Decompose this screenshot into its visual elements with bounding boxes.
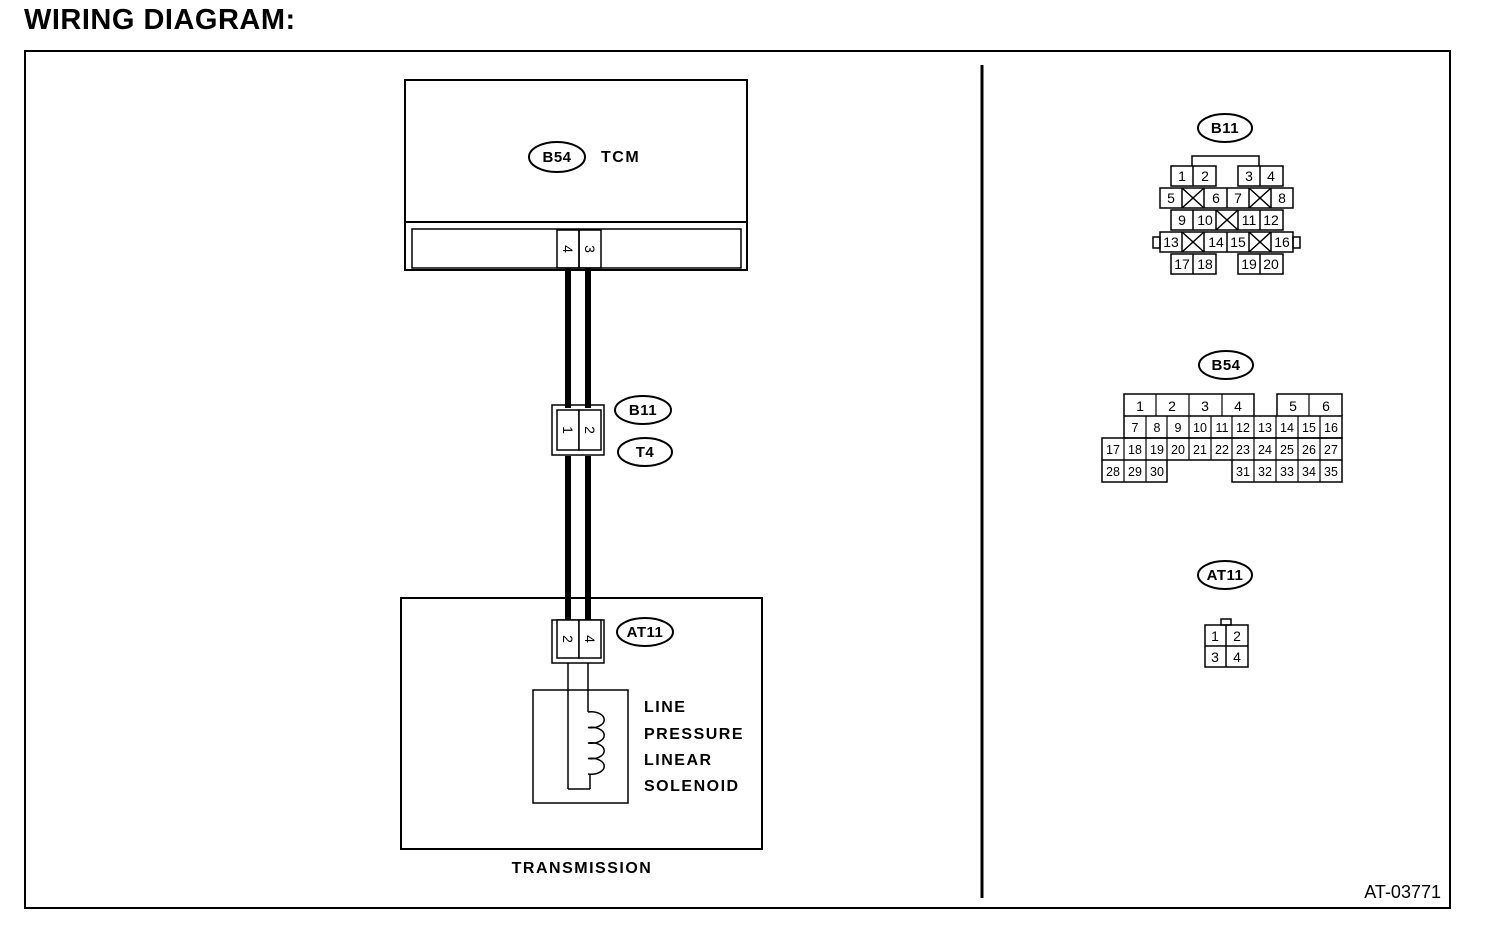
b54-pin-3: 3 xyxy=(1201,398,1209,414)
b54-pin-24: 24 xyxy=(1258,443,1272,457)
at11-oval xyxy=(616,617,674,647)
b54-pin-29: 29 xyxy=(1128,465,1142,479)
solenoid-label-1: LINE xyxy=(644,699,686,716)
b11-pin-7: 7 xyxy=(1234,190,1242,206)
b11-pin-5: 5 xyxy=(1167,190,1175,206)
at11-view-pin-4: 4 xyxy=(1233,649,1241,665)
solenoid-label-3: LINEAR xyxy=(644,752,713,769)
b11-oval xyxy=(614,395,672,425)
joint-pin-1-label: 1 xyxy=(560,426,576,434)
b11-pin-2: 2 xyxy=(1201,168,1209,184)
b11-pin-10: 10 xyxy=(1197,212,1213,228)
b54-pin-31: 31 xyxy=(1236,465,1250,479)
harness-wires xyxy=(565,268,591,620)
b11-pin-15: 15 xyxy=(1230,234,1246,250)
b54-pin-27: 27 xyxy=(1324,443,1338,457)
at11-label: AT11 xyxy=(627,624,664,641)
b54-pin-8: 8 xyxy=(1154,421,1161,435)
b11-pin-13: 13 xyxy=(1163,234,1179,250)
b54-pin-11: 11 xyxy=(1216,421,1229,435)
tcm-pin-3-label: 3 xyxy=(582,245,598,253)
solenoid-box xyxy=(532,689,629,804)
joint-connector: 1 2 B11 T4 xyxy=(551,395,673,467)
b54-pin-34: 34 xyxy=(1302,465,1316,479)
tcm-connector-label: B54 xyxy=(542,149,571,166)
b11-pin-17: 17 xyxy=(1174,256,1190,272)
b11-pin-9: 9 xyxy=(1178,212,1186,228)
b54-connector-view: B54 1 2 xyxy=(1101,350,1343,483)
b11-pin-18: 18 xyxy=(1197,256,1213,272)
b54-pin-6: 6 xyxy=(1322,398,1330,414)
b54-pin-7: 7 xyxy=(1132,421,1139,435)
joint-pin-2-label: 2 xyxy=(582,426,598,434)
b54-pin-1: 1 xyxy=(1136,398,1144,414)
b11-pin-6: 6 xyxy=(1212,190,1220,206)
b11-pin-11: 11 xyxy=(1242,212,1257,228)
solenoid-coil-icon xyxy=(587,711,605,775)
b11-pin-14: 14 xyxy=(1208,234,1224,250)
solenoid-label-2: PRESSURE xyxy=(644,726,744,743)
b11-pin-3: 3 xyxy=(1245,168,1253,184)
tcm-unit: B54 TCM 4 3 xyxy=(404,79,748,271)
t4-label: T4 xyxy=(636,444,655,461)
b11-pin-8: 8 xyxy=(1278,190,1286,206)
tcm-name: TCM xyxy=(601,149,640,166)
b11-view-label: B11 xyxy=(1211,120,1239,137)
b54-view-label: B54 xyxy=(1211,357,1240,374)
b54-pin-28: 28 xyxy=(1106,465,1120,479)
b54-pin-22: 22 xyxy=(1215,443,1229,457)
at11-view-label: AT11 xyxy=(1207,567,1244,584)
b54-pin-9: 9 xyxy=(1175,421,1182,435)
b11-pin-12: 12 xyxy=(1263,212,1279,228)
t4-oval xyxy=(617,437,673,467)
b54-pin-2: 2 xyxy=(1168,398,1176,414)
b11-pin-16: 16 xyxy=(1274,234,1290,250)
b54-pin-13: 13 xyxy=(1258,421,1272,435)
b54-pin-14: 14 xyxy=(1280,421,1294,435)
figure-id: AT-03771 xyxy=(1364,882,1441,902)
b54-pin-12: 12 xyxy=(1236,421,1250,435)
b11-pin-4: 4 xyxy=(1267,168,1275,184)
b54-pin-5: 5 xyxy=(1289,398,1297,414)
at11-connector-view: AT11 1 2 3 4 xyxy=(1197,560,1253,668)
b54-pin-19: 19 xyxy=(1150,443,1164,457)
b54-pin-10: 10 xyxy=(1193,421,1207,435)
b54-pin-4: 4 xyxy=(1234,398,1242,414)
b54-pin-21: 21 xyxy=(1193,443,1207,457)
b11-pin-20: 20 xyxy=(1263,256,1279,272)
at11-pin-2-label: 2 xyxy=(560,635,576,643)
b11-label: B11 xyxy=(629,402,657,419)
transmission-label: TRANSMISSION xyxy=(512,860,653,877)
diagram-frame xyxy=(24,50,1451,909)
b54-pin-23: 23 xyxy=(1236,443,1250,457)
page-title: WIRING DIAGRAM: xyxy=(24,4,296,36)
b11-connector-view: B11 1 2 3 4 5 6 7 8 9 10 xyxy=(1152,113,1301,275)
b11-pin-1: 1 xyxy=(1178,168,1186,184)
solenoid-label-4: SOLENOID xyxy=(644,778,740,795)
b54-pin-30: 30 xyxy=(1150,465,1164,479)
b54-pin-15: 15 xyxy=(1302,421,1316,435)
b54-pin-20: 20 xyxy=(1171,443,1185,457)
b54-pin-33: 33 xyxy=(1280,465,1294,479)
tcm-connector-oval xyxy=(528,141,586,173)
at11-view-pin-1: 1 xyxy=(1211,628,1219,644)
b54-pin-25: 25 xyxy=(1280,443,1294,457)
b54-pin-16: 16 xyxy=(1324,421,1338,435)
at11-view-pin-2: 2 xyxy=(1233,628,1241,644)
at11-pin-4-label: 4 xyxy=(582,635,598,643)
b54-pin-18: 18 xyxy=(1128,443,1142,457)
b54-pin-32: 32 xyxy=(1258,465,1272,479)
b54-pin-26: 26 xyxy=(1302,443,1316,457)
b54-pin-17: 17 xyxy=(1106,443,1120,457)
b11-pin-19: 19 xyxy=(1241,256,1257,272)
transmission-unit: 2 4 AT11 LINE PRESSURE LINEAR SOLENOID xyxy=(400,597,763,850)
b54-pin-35: 35 xyxy=(1324,465,1338,479)
tcm-pin-4-label: 4 xyxy=(560,245,576,253)
at11-view-pin-3: 3 xyxy=(1211,649,1219,665)
